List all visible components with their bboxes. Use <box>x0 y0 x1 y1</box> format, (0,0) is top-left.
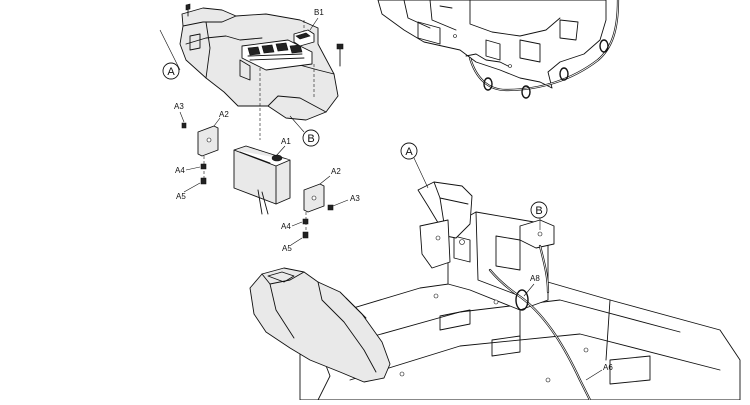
label-a5-right: A5 <box>282 244 292 253</box>
label-a1: A1 <box>281 137 291 146</box>
part-a2-right-bracket: A2 A3 A4 A5 <box>281 167 360 253</box>
upper-frame-fragment <box>377 0 607 89</box>
part-b1-switch: B1 <box>293 8 324 47</box>
label-b1: B1 <box>314 8 324 17</box>
part-a2-left-bracket: A2 A3 A4 A5 <box>174 102 229 201</box>
callout-a-top-letter: A <box>167 66 175 78</box>
top-wire-harness <box>465 0 620 99</box>
callout-a-bottom-letter: A <box>405 146 413 158</box>
callout-b-bottom: B <box>530 201 548 230</box>
switch-bank <box>247 42 305 61</box>
label-a3-left: A3 <box>174 102 184 111</box>
label-a5-left: A5 <box>176 192 186 201</box>
lower-frame-assembly <box>299 181 741 401</box>
callout-a-top: A <box>159 29 181 80</box>
part-a1-module: A1 <box>233 137 291 215</box>
callout-b-top-letter: B <box>307 133 314 145</box>
label-a4-right: A4 <box>281 222 291 231</box>
label-a6: A6 <box>603 363 613 372</box>
label-a3-right: A3 <box>350 194 360 203</box>
label-a2-left: A2 <box>219 110 229 119</box>
label-a4-left: A4 <box>175 166 185 175</box>
callout-a-bottom: A <box>400 142 429 189</box>
callout-b-top: B <box>289 115 320 147</box>
callout-b-bottom-letter: B <box>535 205 542 217</box>
lower-wire-harness: A8 A6 <box>488 244 613 402</box>
label-a2-right: A2 <box>331 167 341 176</box>
upper-shroud-assembly <box>179 3 344 140</box>
lower-seat-shroud <box>249 267 391 383</box>
label-a8: A8 <box>530 274 540 283</box>
